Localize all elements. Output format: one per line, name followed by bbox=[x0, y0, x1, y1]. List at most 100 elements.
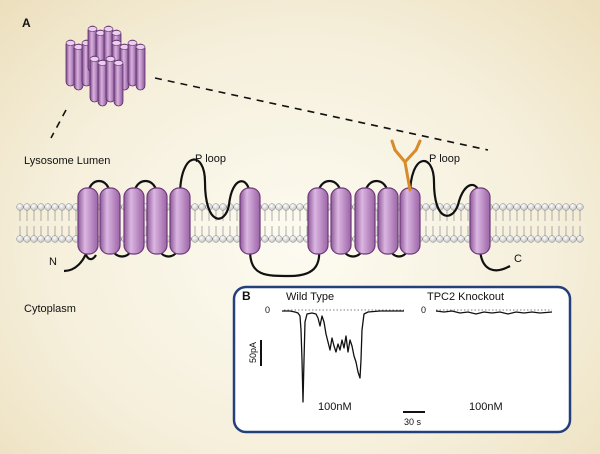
zoom-line-left bbox=[50, 109, 67, 139]
lipid-head bbox=[226, 235, 234, 243]
lipid-head bbox=[506, 235, 514, 243]
concentration-label-knockout: 100nM bbox=[469, 401, 503, 413]
lipid-head bbox=[198, 235, 206, 243]
lipid-head bbox=[219, 235, 227, 243]
lipid-head bbox=[261, 235, 269, 243]
lipid-head bbox=[562, 235, 570, 243]
p-loop-1-label: P loop bbox=[195, 153, 226, 165]
lipid-head bbox=[296, 203, 304, 211]
lipid-head bbox=[58, 235, 66, 243]
c-terminus-label: C bbox=[514, 253, 522, 265]
lipid-head bbox=[289, 203, 297, 211]
lipid-head bbox=[576, 235, 584, 243]
transmembrane-helix bbox=[330, 187, 352, 255]
lipid-head bbox=[513, 235, 521, 243]
transmembrane-helix bbox=[307, 187, 329, 255]
transmembrane-helix bbox=[123, 187, 145, 255]
lipid-head bbox=[534, 235, 542, 243]
lipid-head bbox=[569, 235, 577, 243]
panel-b-label: B bbox=[242, 289, 251, 303]
transmembrane-helix bbox=[469, 187, 491, 255]
lysosome-lumen-label: Lysosome Lumen bbox=[24, 155, 110, 167]
lipid-head bbox=[443, 235, 451, 243]
transmembrane-helix bbox=[399, 187, 421, 255]
lipid-head bbox=[548, 203, 556, 211]
lipid-head bbox=[492, 203, 500, 211]
lipid-head bbox=[65, 203, 73, 211]
lipid-head bbox=[520, 203, 528, 211]
p-loop-1 bbox=[178, 158, 252, 220]
lipid-head bbox=[275, 235, 283, 243]
channel-cluster-icon bbox=[65, 25, 146, 107]
lipid-head bbox=[205, 235, 213, 243]
lipid-head bbox=[212, 203, 220, 211]
panel-a-label: A bbox=[22, 16, 31, 30]
knockout-title: TPC2 Knockout bbox=[427, 291, 504, 303]
transmembrane-helix bbox=[146, 187, 168, 255]
lipid-head bbox=[548, 235, 556, 243]
transmembrane-helix bbox=[99, 187, 121, 255]
lipid-head bbox=[541, 203, 549, 211]
lipid-head bbox=[233, 203, 241, 211]
lipid-head bbox=[212, 235, 220, 243]
lipid-head bbox=[541, 235, 549, 243]
lipid-head bbox=[219, 203, 227, 211]
panel-b-box bbox=[232, 285, 572, 434]
lipid-head bbox=[23, 235, 31, 243]
lipid-head bbox=[296, 235, 304, 243]
lipid-head bbox=[450, 235, 458, 243]
lipid-head bbox=[261, 203, 269, 211]
lipid-head bbox=[569, 203, 577, 211]
transmembrane-helix bbox=[239, 187, 261, 255]
lipid-head bbox=[429, 203, 437, 211]
lipid-head bbox=[562, 203, 570, 211]
lipid-head bbox=[492, 235, 500, 243]
c-terminus-tail bbox=[478, 249, 511, 272]
zero-label-knockout: 0 bbox=[421, 305, 426, 315]
lipid-head bbox=[191, 235, 199, 243]
transmembrane-helix bbox=[377, 187, 399, 255]
lipid-head bbox=[513, 203, 521, 211]
lipid-head bbox=[422, 235, 430, 243]
lipid-head bbox=[436, 235, 444, 243]
lipid-head bbox=[527, 235, 535, 243]
lipid-head bbox=[44, 235, 52, 243]
lipid-head bbox=[576, 203, 584, 211]
lipid-head bbox=[282, 235, 290, 243]
lipid-head bbox=[282, 203, 290, 211]
lipid-head bbox=[268, 235, 276, 243]
lipid-head bbox=[555, 203, 563, 211]
lipid-head bbox=[44, 203, 52, 211]
transmembrane-helix bbox=[354, 187, 376, 255]
lipid-head bbox=[37, 235, 45, 243]
lipid-head bbox=[275, 203, 283, 211]
lipid-head bbox=[457, 235, 465, 243]
lipid-head bbox=[520, 235, 528, 243]
lipid-head bbox=[499, 203, 507, 211]
transmembrane-helices bbox=[77, 187, 491, 255]
lipid-head bbox=[30, 203, 38, 211]
lipid-head bbox=[16, 203, 24, 211]
lipid-head bbox=[499, 235, 507, 243]
current-scale-label: 50pA bbox=[248, 342, 258, 363]
lipid-head bbox=[429, 235, 437, 243]
lipid-head bbox=[268, 203, 276, 211]
glycosylation-icon bbox=[390, 139, 422, 192]
lipid-head bbox=[534, 203, 542, 211]
lipid-head bbox=[37, 203, 45, 211]
p-loop-2-label: P loop bbox=[429, 153, 460, 165]
lipid-head bbox=[65, 235, 73, 243]
lipid-head bbox=[58, 203, 66, 211]
cytoplasmic-linker bbox=[248, 239, 321, 278]
lipid-head bbox=[443, 203, 451, 211]
p-loop-2 bbox=[408, 160, 482, 217]
lipid-head bbox=[23, 203, 31, 211]
lipid-head bbox=[16, 235, 24, 243]
lipid-head bbox=[51, 235, 59, 243]
wild-type-trace bbox=[282, 310, 404, 403]
lipid-head bbox=[198, 203, 206, 211]
concentration-label-wild-type: 100nM bbox=[318, 401, 352, 413]
transmembrane-helix bbox=[169, 187, 191, 255]
